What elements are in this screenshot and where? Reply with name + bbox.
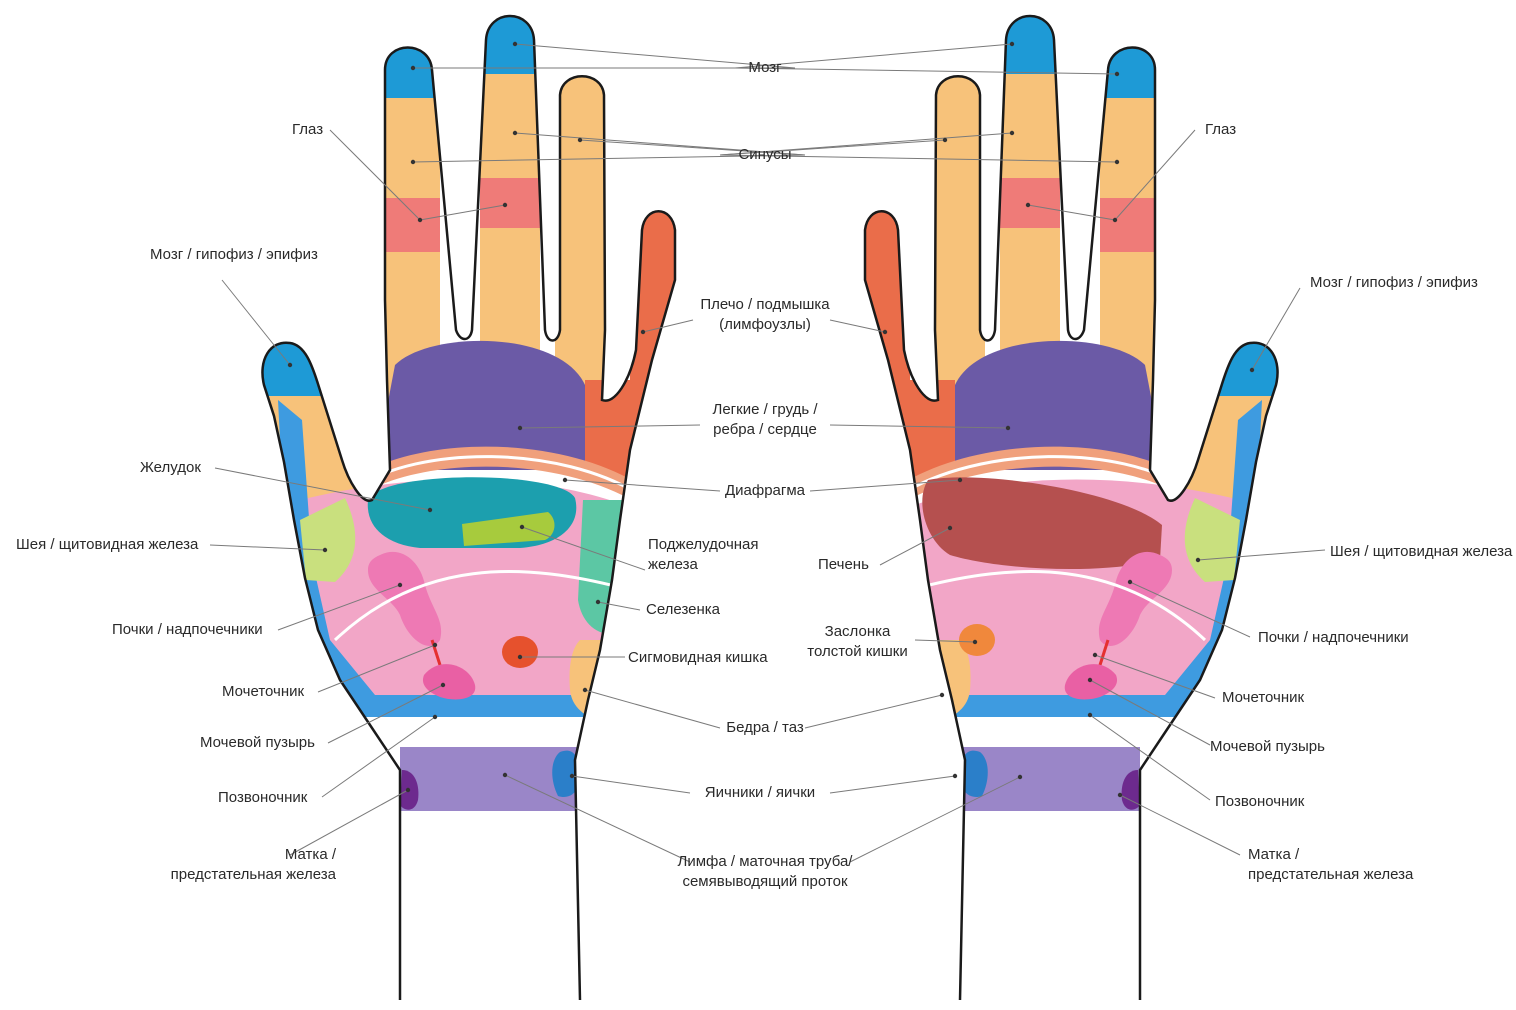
label-pituitary-left: Мозг / гипофиз / эпифиз xyxy=(150,245,318,265)
label-stomach: Желудок xyxy=(140,458,201,478)
label-bladder-right: Мочевой пузырь xyxy=(1210,737,1325,757)
label-lungs: Легкие / грудь /ребра / сердце xyxy=(685,400,845,440)
label-ovaries: Яичники / яички xyxy=(680,783,840,803)
label-diaphragm: Диафрагма xyxy=(700,481,830,501)
label-shoulder: Плечо / подмышка(лимфоузлы) xyxy=(680,295,850,335)
right-middle-finger xyxy=(930,60,985,400)
right-index-finger xyxy=(850,190,910,490)
left-ring-eye-band xyxy=(480,178,540,228)
label-sigmoid: Сигмовидная кишка xyxy=(628,648,768,668)
label-ureter-right: Мочеточник xyxy=(1222,688,1304,708)
label-eye-left: Глаз xyxy=(292,120,323,140)
label-eye-right: Глаз xyxy=(1205,120,1236,140)
label-liver: Печень xyxy=(818,555,869,575)
label-ureter-left: Мочеточник xyxy=(222,682,304,702)
left-ring-tip-brain xyxy=(480,0,540,74)
label-neck-left: Шея / щитовидная железа xyxy=(16,535,198,555)
label-spine-right: Позвоночник xyxy=(1215,792,1304,812)
right-hand xyxy=(845,0,1290,1000)
left-pinky-tip-brain xyxy=(380,0,440,98)
label-pituitary-right: Мозг / гипофиз / эпифиз xyxy=(1310,273,1478,293)
left-spleen-zone xyxy=(578,500,625,634)
label-spleen: Селезенка xyxy=(646,600,720,620)
label-lymph: Лимфа / маточная труба/семявыводящий про… xyxy=(660,852,870,892)
label-kidneys-right: Почки / надпочечники xyxy=(1258,628,1409,648)
label-kidneys-left: Почки / надпочечники xyxy=(112,620,263,640)
right-pinky-tip-brain xyxy=(1100,0,1160,98)
label-spine-left: Позвоночник xyxy=(218,788,307,808)
label-neck-right: Шея / щитовидная железа xyxy=(1330,542,1512,562)
label-uterus-left: Матка /предстательная железа xyxy=(150,845,336,885)
left-spine-wrist xyxy=(350,695,600,717)
left-middle-finger xyxy=(555,60,610,400)
label-sinuses: Синусы xyxy=(700,145,830,165)
right-ring-eye-band xyxy=(1000,178,1060,228)
label-uterus-right: Матка /предстательная железа xyxy=(1248,845,1413,885)
right-ring-tip-brain xyxy=(1000,0,1060,74)
right-valve-zone xyxy=(959,624,995,656)
left-sigmoid-zone xyxy=(502,636,538,668)
right-pinky-eye-band xyxy=(1100,198,1160,252)
label-bladder-left: Мочевой пузырь xyxy=(200,733,315,753)
left-index-finger xyxy=(630,190,690,490)
label-brain: Мозг xyxy=(700,58,830,78)
label-hips: Бедра / таз xyxy=(700,718,830,738)
left-pinky-eye-band xyxy=(380,198,440,252)
